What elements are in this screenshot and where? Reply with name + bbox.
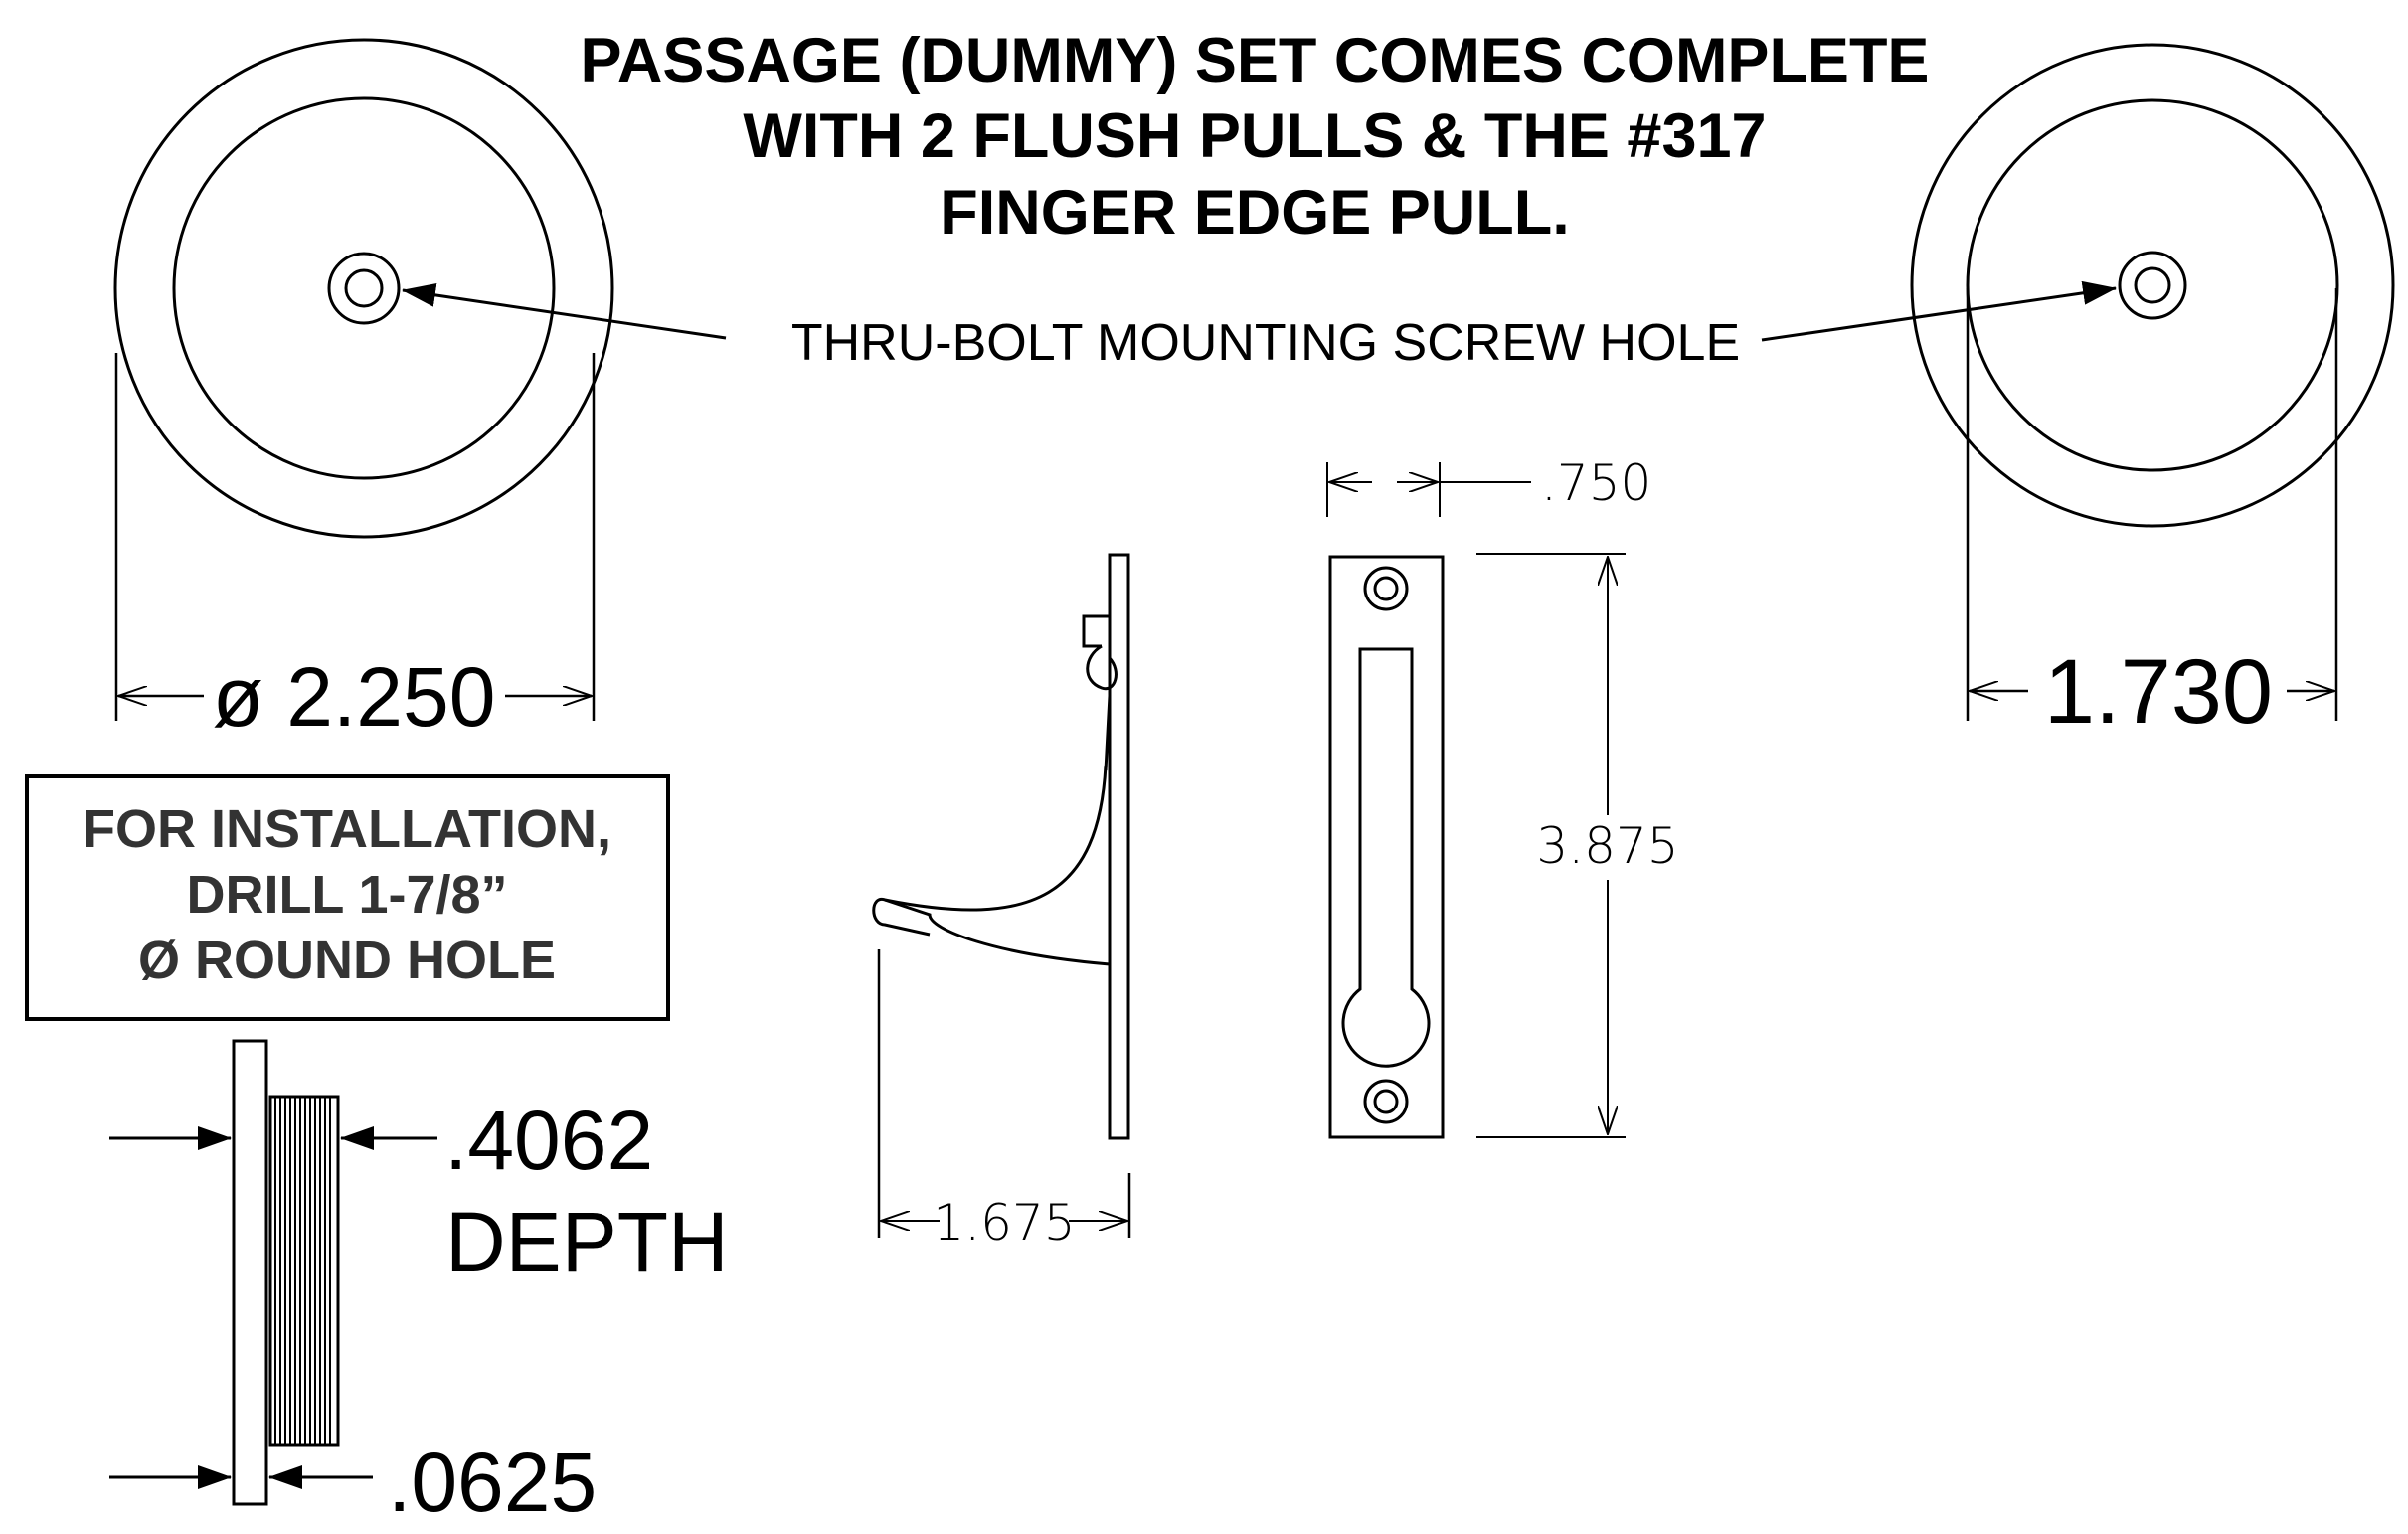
leader-arrow-right xyxy=(1761,280,2117,342)
flush-pull-left-outer-ring xyxy=(113,38,614,539)
right-diameter-label: 1.730 xyxy=(2044,641,2273,743)
flush-pull-left-inner-ring xyxy=(172,96,556,480)
faceplate-screw-top-inner xyxy=(1373,576,1399,601)
installation-note-line-2: DRILL 1-7/8” xyxy=(186,865,507,925)
edge-pull-front-view: .750 3.875 xyxy=(1326,454,1679,1139)
edge-pull-faceplate xyxy=(1328,555,1445,1139)
cup-body-hatching xyxy=(274,1097,331,1445)
faceplate-screw-top-outer xyxy=(1363,566,1409,611)
header-title: PASSAGE (DUMMY) SET COMES COMPLETE WITH … xyxy=(581,26,1930,248)
header-line-3: FINGER EDGE PULL. xyxy=(940,178,1570,248)
flush-pull-cross-section: .4062 DEPTH .0625 xyxy=(109,1039,729,1529)
screw-hole-right-outer xyxy=(2118,251,2187,320)
edge-pull-plate-side xyxy=(1108,553,1130,1140)
width-label: .750 xyxy=(1541,454,1651,512)
flush-pull-left xyxy=(113,38,614,539)
height-label: 3.875 xyxy=(1536,817,1678,875)
installation-note-box xyxy=(25,774,670,1021)
finger-slot xyxy=(1341,647,1431,1068)
header-line-2: WITH 2 FLUSH PULLS & THE #317 xyxy=(743,101,1766,171)
projection-label: 1.675 xyxy=(933,1194,1075,1252)
header-line-1: PASSAGE (DUMMY) SET COMES COMPLETE xyxy=(581,26,1930,95)
screw-hole-callout-label: THRU-BOLT MOUNTING SCREW HOLE xyxy=(791,314,1740,372)
edge-pull-curve xyxy=(884,765,1108,912)
screw-hole-left-inner xyxy=(344,268,384,308)
left-diameter-label: ø 2.250 xyxy=(213,650,496,744)
edge-pull-finger-lip xyxy=(872,898,1111,966)
faceplate-screw-bottom-outer xyxy=(1363,1079,1409,1124)
depth-caption: DEPTH xyxy=(445,1195,729,1288)
edge-pull-spring-clip xyxy=(1082,614,1118,771)
flange-profile xyxy=(232,1039,268,1506)
flush-pull-right-outer-ring xyxy=(1910,43,2395,528)
flush-pull-right-inner-ring xyxy=(1966,98,2339,472)
screw-hole-callout: THRU-BOLT MOUNTING SCREW HOLE xyxy=(402,280,2117,372)
installation-note: FOR INSTALLATION, DRILL 1-7/8” Ø ROUND H… xyxy=(25,774,670,1021)
leader-arrow-left xyxy=(402,282,727,340)
installation-note-line-1: FOR INSTALLATION, xyxy=(83,799,611,859)
screw-hole-right-inner xyxy=(2134,266,2171,304)
faceplate-screw-bottom-inner xyxy=(1373,1089,1399,1114)
right-diameter-dimension: 1.730 xyxy=(1966,288,2338,743)
installation-note-line-3: Ø ROUND HOLE xyxy=(138,931,556,990)
screw-hole-left-outer xyxy=(327,252,401,325)
edge-pull-side-view: 1.675 xyxy=(872,553,1131,1252)
flush-pull-right xyxy=(1910,43,2395,528)
left-diameter-dimension: ø 2.250 xyxy=(114,353,596,744)
depth-value-label: .4062 xyxy=(444,1094,653,1187)
thickness-label: .0625 xyxy=(388,1436,597,1529)
